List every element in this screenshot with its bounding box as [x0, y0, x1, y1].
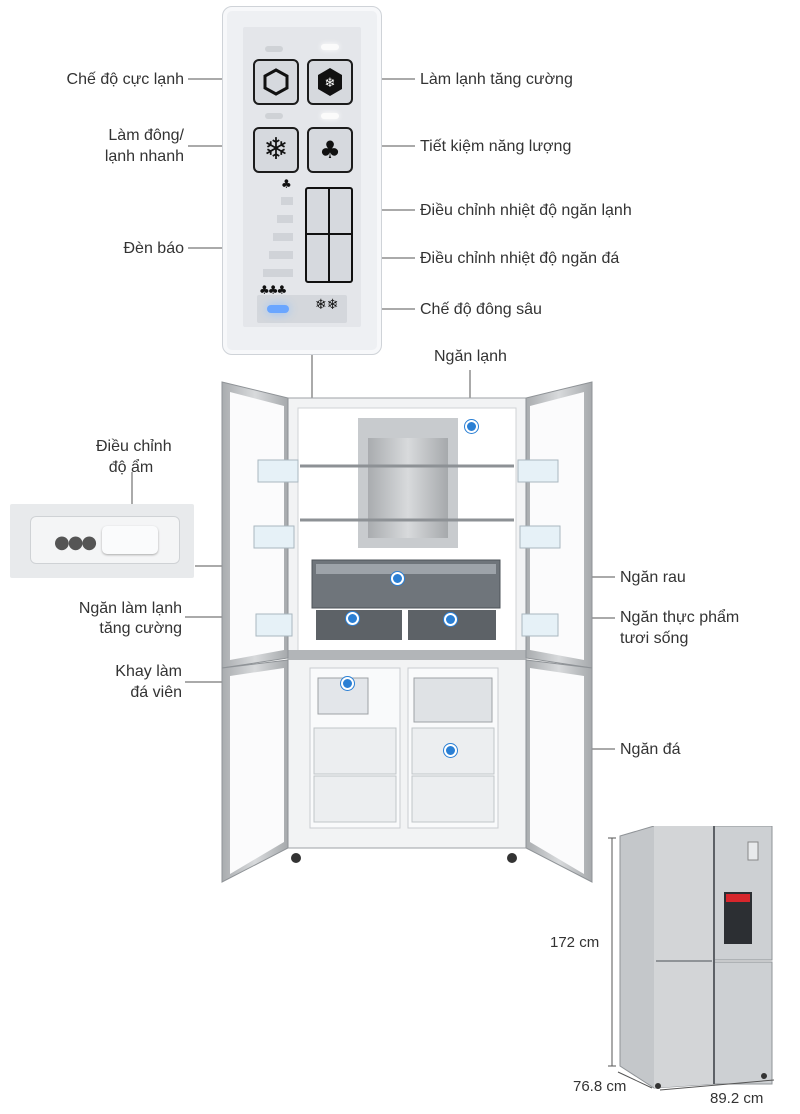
label-deep-freeze: Chế độ đông sâu: [420, 301, 542, 318]
leaf-icon: ♣: [319, 136, 341, 164]
svg-text:❄: ❄: [325, 76, 336, 91]
boost-cool-button[interactable]: ❄: [307, 59, 353, 105]
label-fridge-compartment: Ngăn lạnh: [434, 348, 507, 365]
fridge-closed-illustration: [608, 826, 775, 1091]
control-panel-face: ❄ ❄ ♣ ♣ ♣♣♣ ❄❄: [243, 27, 361, 327]
quick-freeze-button[interactable]: ❄: [253, 127, 299, 173]
marker-dot: [341, 677, 354, 690]
indicator-led: [321, 113, 339, 119]
label-freezer-compartment: Ngăn đá: [620, 741, 681, 758]
label-ice-tray-line2: đá viên: [130, 684, 182, 701]
level-indicator-bar: [263, 269, 293, 277]
temperature-control-pad[interactable]: [305, 187, 353, 283]
marker-dot: [444, 613, 457, 626]
label-freezer-temp: Điều chỉnh nhiệt độ ngăn đá: [420, 250, 620, 267]
indicator-led: [265, 46, 283, 52]
snowflake-icon: ❄: [263, 132, 289, 167]
hexagon-icon: [263, 68, 289, 96]
level-indicator-bar: [277, 215, 293, 223]
label-boost-cool: Làm lạnh tăng cường: [420, 71, 573, 88]
label-fresh-food-line1: Ngăn thực phẩm: [620, 609, 740, 626]
control-panel: ❄ ❄ ♣ ♣ ♣♣♣ ❄❄: [222, 6, 382, 355]
marker-dot: [346, 612, 359, 625]
label-ice-tray-line1: Khay làm: [115, 663, 182, 680]
label-quick-freeze-line1: Làm đông/: [108, 127, 184, 144]
label-fridge-temp: Điều chỉnh nhiệt độ ngăn lạnh: [420, 202, 632, 219]
label-humidity-line2: độ ẩm: [108, 459, 154, 476]
label-extreme-cool: Chế độ cực lạnh: [66, 71, 184, 88]
label-humidity-line1: Điều chỉnh: [96, 438, 172, 455]
indicator-led: [265, 113, 283, 119]
label-vegetable-drawer: Ngăn rau: [620, 569, 686, 586]
marker-dot: [391, 572, 404, 585]
label-quick-freeze-line2: lạnh nhanh: [104, 148, 184, 165]
indicator-led: [321, 44, 339, 50]
extreme-cool-button[interactable]: [253, 59, 299, 105]
fan-small-icon: ♣: [281, 177, 292, 191]
label-boost-drawer-line2: tăng cường: [99, 620, 182, 637]
level-indicator-bar: [269, 251, 293, 259]
fridge-open-illustration: [221, 381, 593, 883]
eco-button[interactable]: ♣: [307, 127, 353, 173]
boost-cool-icon: ❄: [318, 68, 342, 96]
humidity-slider[interactable]: [102, 526, 158, 554]
humidity-control-inset: ●●●: [10, 504, 194, 578]
label-fresh-food-line2: tươi sống: [620, 630, 689, 647]
fan-large-icon: ♣♣♣: [259, 283, 287, 297]
deep-freeze-button[interactable]: ❄❄: [257, 295, 347, 323]
level-indicator-bar: [281, 197, 293, 205]
marker-dot: [465, 420, 478, 433]
snowflakes-icon: ❄❄: [315, 297, 339, 313]
marker-dot: [444, 744, 457, 757]
humidity-drops-icon: ●●●: [54, 532, 97, 553]
dimension-depth: 76.8 cm: [573, 1078, 627, 1095]
label-indicator-lights: Đèn báo: [123, 240, 185, 257]
label-boost-drawer-line1: Ngăn làm lạnh: [78, 600, 182, 617]
level-indicator-bar: [273, 233, 293, 241]
dimension-height: 172 cm: [550, 934, 600, 951]
label-energy-saving: Tiết kiệm năng lượng: [420, 138, 572, 155]
dimension-width: 89.2 cm: [710, 1090, 764, 1107]
